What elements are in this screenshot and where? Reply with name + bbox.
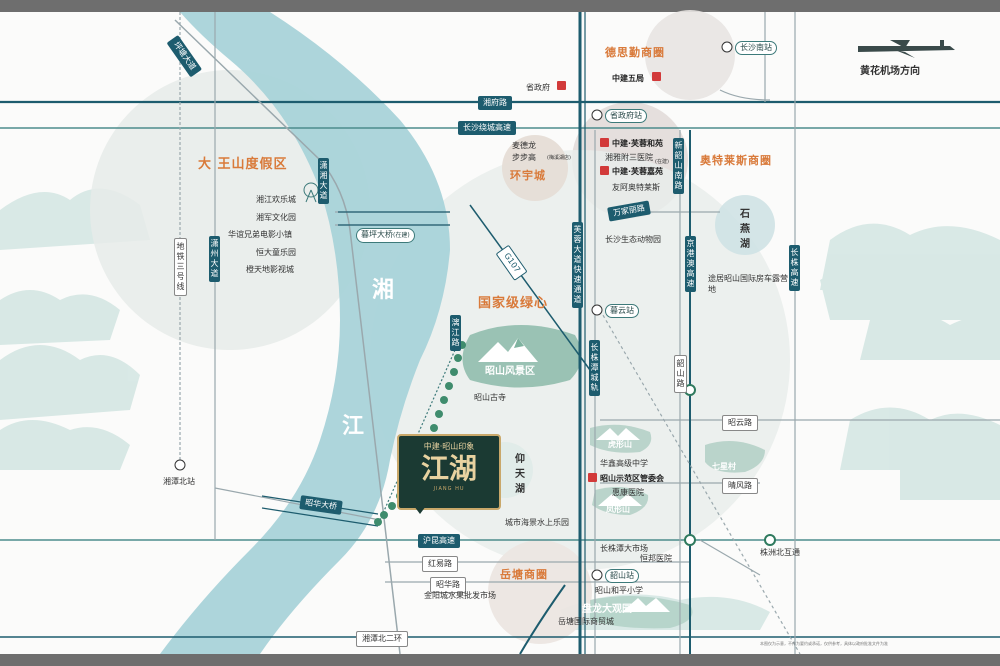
poi-zhaoshan-scenic: 昭山风景区 [485,366,535,377]
poi-xiangya-fu3: 湘雅附三医院 [605,153,653,162]
xiangfu-road-label: 湘府路 [478,96,512,110]
poi-fengxingshan: 凤形山 [606,505,630,514]
small-mountain-icons [596,428,670,612]
xinshaoshan-road-label: 新韶山南路 [673,138,684,194]
poi-hengbang: 恒邦医院 [640,554,672,563]
poi-xiangjun: 湘军文化园 [256,213,296,222]
shiyan-lake-label: 石燕湖 [740,209,750,250]
yuetang-district: 岳塘商圈 [500,568,548,581]
zhaoshan-mountain-icon [478,338,538,362]
poi-mcdonalds: 麦德龙 [512,141,536,150]
dawangshan-district: 大 王山度假区 [198,157,288,172]
national-green-district: 国家级绿心 [478,296,549,311]
poi-huayi: 华谊兄弟电影小镇 [228,230,292,239]
poi-jinyang-market: 金阳城水果批发市场 [424,591,496,600]
building-marker-icon [600,138,609,147]
river-label-xiang: 湘 [372,278,395,303]
changzhutan-rail-label: 长株潭城轨 [589,340,600,396]
poi-shengzhengfu: 省政府 [526,83,550,92]
project-name: 江湖 [420,452,477,485]
poi-bubugao-note: (梅溪湖店) [547,155,571,161]
xiangjiang-river [160,12,450,654]
zhaoyun-road-label: 昭云路 [722,415,758,431]
poi-changzhutan-market: 长株潭大市场 [600,544,648,553]
outlets-district: 奥特莱斯商圈 [700,154,772,167]
poi-huikang: 惠康医院 [612,488,644,497]
desiqin-district: 德思勤商圈 [605,46,665,59]
lijiang-road-label: 漓江路 [450,315,461,351]
building-marker-icon [557,81,566,90]
poi-hengda: 恒大童乐园 [256,248,296,257]
poi-yuanjing-camp: 途居昭山国际房车露营地 [708,274,788,294]
poi-zhongjian-furong-he: 中建·芙蓉和苑 [612,139,664,148]
building-marker-icon [600,166,609,175]
poi-xiangjiang-huanle: 湘江欢乐城 [256,195,296,204]
poi-water-park: 城市海景水上乐园 [505,518,569,527]
airport-direction: 黄花机场方向 [860,66,920,77]
xiangzhou-road-label: 潇州大道 [209,236,220,282]
muyun-station: 暮云站 [605,304,639,318]
poi-qixing: 七星村 [712,462,736,471]
changsha-south-station: 长沙南站 [735,41,777,55]
airplane-icon [858,40,955,58]
huzhou-highway-label: 沪昆高速 [418,534,460,548]
metro3-label: 地铁三号线 [174,238,187,296]
raocheng-highway-label: 长沙绕城高速 [458,121,516,135]
shengzhengfu-station: 省政府站 [605,109,647,123]
poi-chengtian: 橙天地影视城 [246,265,294,274]
poi-youa-outlets: 友阿奥特莱斯 [612,183,660,192]
project-subtitle: JIANG HU [433,486,465,492]
project-pointer [414,506,426,514]
river-label-jiang: 江 [342,414,365,439]
zhaohua-road-label: 昭华路 [430,577,466,593]
poi-zhaoshan-committee: 昭山示范区管委会 [600,474,664,483]
project-badge[interactable]: 中建·昭山印象 江湖 JIANG HU [397,434,501,510]
disclaimer: 本图仅为示意，不作为要约或承诺，仅供参考，具体以政府批准文件为准 [760,641,888,646]
muping-bridge-label: 暮坪大桥(在建) [356,228,415,243]
shaoshan-road-label: 韶山路 [674,355,687,393]
poi-panlong: 盘龙大观园 [582,604,632,615]
changzhu-highway-label: 长株高速 [789,245,800,291]
poi-zhaoshan-temple: 昭山古寺 [474,393,506,402]
poi-xiangya-note: (在建) [655,159,669,165]
huanyu-district: 环宇城 [510,169,546,182]
yangtian-lake-label: 仰天湖 [515,454,525,495]
hongyi-road-label: 红易路 [422,556,458,572]
poi-bubugao: 步步高 [512,153,536,162]
xiaoxiang-road-label: 潇湘大道 [318,158,329,204]
furong-road-label: 芙蓉大道快速通道 [572,222,583,308]
poi-yuetang-intl: 岳塘国际商贸城 [558,617,614,626]
zhuzhou-north-interchange: 株洲北互通 [760,548,800,557]
building-marker-icon [652,72,661,81]
xiangtan-north-station: 湘潭北站 [163,477,195,486]
poi-zhongjian-furong-jia: 中建·芙蓉嘉苑 [612,167,664,176]
poi-zhongjian5: 中建五局 [612,74,644,83]
xiangtan-ring-label: 湘潭北二环 [356,631,408,647]
poi-shengtai-zoo: 长沙生态动物园 [605,235,661,244]
project-brand: 中建·昭山印象 [423,442,475,451]
qingfeng-road-label: 晴风路 [722,478,758,494]
poi-huxingshan: 虎形山 [608,440,632,449]
roads-dark [0,100,1000,638]
jinggang-highway-label: 京港澳高速 [685,236,696,292]
building-marker-icon [588,473,597,482]
poi-zhaoshan-primary: 昭山和平小学 [595,586,643,595]
poi-huaxin-school: 华鑫高级中学 [600,459,648,468]
shaoshan-station: 韶山站 [605,569,639,583]
